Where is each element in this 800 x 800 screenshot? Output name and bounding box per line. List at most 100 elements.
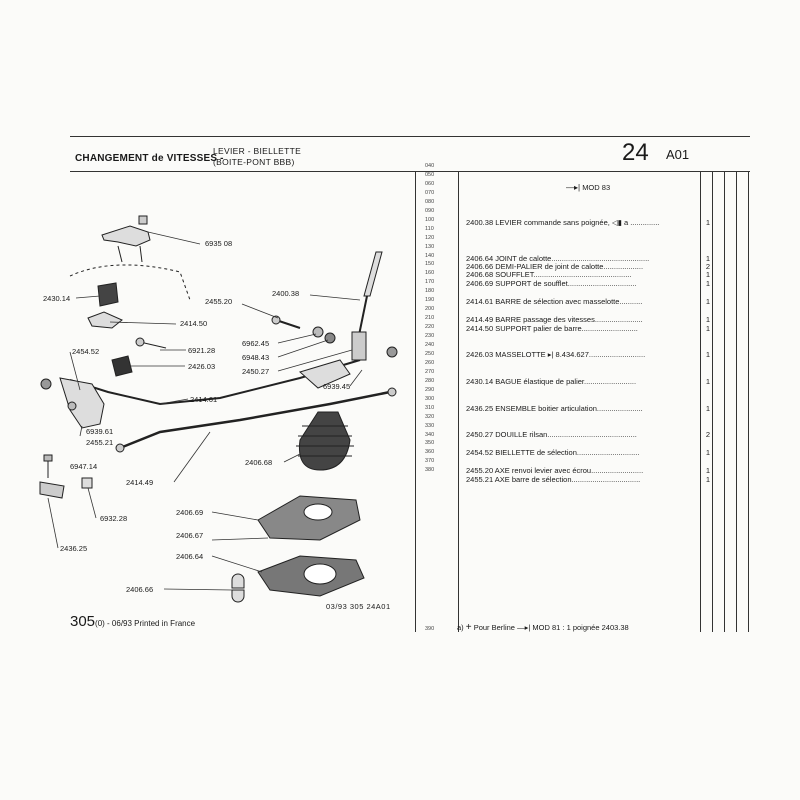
- mod-arrow-icon: —▸|: [517, 623, 531, 632]
- row-qty: 1: [705, 315, 711, 324]
- line-number: 350: [425, 440, 435, 447]
- callout-label: 2406.66: [126, 585, 154, 594]
- table-row: 2455.21 AXE barre de sélection..........…: [466, 475, 641, 484]
- table-row: 2455.20 AXE renvoi levier avec écrou....…: [466, 466, 644, 475]
- line-number: 140: [425, 252, 435, 259]
- row-qty: 1: [705, 254, 711, 263]
- line-number: 160: [425, 270, 435, 277]
- callout-label: 6939.61: [86, 427, 114, 436]
- callout-label: 6962.45: [242, 339, 270, 348]
- callout-label: 2406.64: [176, 552, 204, 561]
- line-number: 260: [425, 359, 435, 366]
- line-number: 170: [425, 279, 435, 286]
- table-divider-col4: [748, 172, 749, 632]
- table-header: —▸| MOD 83: [566, 183, 611, 192]
- line-number: 120: [425, 234, 435, 241]
- header-top-rule: [70, 136, 750, 137]
- line-number: 320: [425, 413, 435, 420]
- line-number: 240: [425, 342, 435, 348]
- callout-label: 2406.69: [176, 508, 204, 517]
- line-number: 300: [425, 395, 435, 402]
- callout-label: 6939.45: [323, 382, 351, 391]
- row-qty: 1: [705, 324, 711, 333]
- table-row: 2400.38 LEVIER commande sans poignée, ◁▮…: [466, 218, 660, 227]
- line-number: 040: [425, 163, 435, 169]
- table-row: 2450.27 DOUILLE rilsan..................…: [466, 430, 637, 439]
- line-number: 100: [425, 216, 435, 223]
- callout-label: 6932.28: [100, 514, 128, 523]
- row-qty: 1: [705, 279, 711, 288]
- callout-label: 2450.27: [242, 367, 270, 376]
- line-number: 340: [425, 431, 435, 438]
- right-arrow-icon: ▸|: [547, 350, 554, 359]
- table-divider-col3: [736, 172, 737, 632]
- footer-page-number: 305: [70, 613, 96, 630]
- footer-page-info: 305(0) - 06/93 Printed in France: [70, 613, 195, 630]
- callout-label: 6947.14: [70, 462, 98, 471]
- table-row: 2454.52 BIELLETTE de sélection..........…: [466, 448, 640, 457]
- line-number: 370: [425, 458, 435, 465]
- callout-label: 2455.21: [86, 438, 114, 447]
- row-qty: 1: [705, 297, 711, 306]
- line-number: 280: [425, 377, 435, 384]
- row-qty: 1: [705, 377, 711, 386]
- row-qty: 1: [705, 466, 711, 475]
- plus-icon: +: [465, 622, 472, 633]
- line-number-footer: 390: [425, 626, 435, 632]
- table-divider-qty: [700, 172, 701, 632]
- line-number: 250: [425, 350, 435, 357]
- table-row: 2406.64 JOINT de calotte................…: [466, 254, 650, 263]
- row-qty: 2: [705, 262, 711, 271]
- footer-reference: 03/93 305 24A01: [326, 602, 391, 611]
- table-row: 2436.25 ENSEMBLE boitier articulation...…: [466, 404, 643, 413]
- row-qty: 2: [705, 430, 711, 439]
- line-number: 310: [425, 404, 435, 411]
- table-row: 2406.66 DEMI-PALIER de joint de calotte.…: [466, 262, 644, 271]
- callout-label: 6948.43: [242, 353, 270, 362]
- page-subtitle-1: LEVIER - BIELLETTE: [213, 146, 302, 156]
- callout-label: 2426.03: [188, 362, 216, 371]
- table-row: 2414.49 BARRE passage des vitesses......…: [466, 315, 643, 324]
- line-number: 380: [425, 467, 435, 474]
- line-number: 110: [425, 225, 434, 232]
- callout-label: 2414.49: [126, 478, 154, 487]
- line-number: 090: [425, 207, 435, 214]
- line-number: 330: [425, 422, 435, 429]
- table-row: 2414.61 BARRE de sélection avec masselot…: [466, 297, 643, 306]
- page-subtitle-2: (BOITE-PONT BBB): [213, 157, 295, 167]
- page-title: CHANGEMENT de VITESSES -: [75, 153, 224, 164]
- callout-label: 6921.28: [188, 346, 216, 355]
- row-qty: 1: [705, 350, 711, 359]
- line-number: 150: [425, 261, 435, 268]
- row-qty: 1: [705, 404, 711, 413]
- line-number: 270: [425, 368, 435, 375]
- line-number: 080: [425, 198, 435, 205]
- line-number: 230: [425, 333, 435, 340]
- row-qty: 1: [705, 475, 711, 484]
- row-qty: 1: [705, 218, 711, 227]
- line-number: 050: [425, 171, 435, 178]
- line-number: 060: [425, 180, 435, 187]
- callout-label: 2414.50: [180, 319, 208, 328]
- callout-label: 2455.20: [205, 297, 233, 306]
- line-number: 210: [425, 315, 435, 322]
- table-divider-col1: [712, 172, 713, 632]
- callout-label: 2454.52: [72, 347, 100, 356]
- callout-label: 2430.14: [43, 294, 71, 303]
- row-qty: 1: [705, 270, 711, 279]
- line-number: 130: [425, 243, 435, 250]
- row-qty: 1: [705, 448, 711, 457]
- callout-label: 2400.38: [272, 289, 300, 298]
- line-number: 220: [425, 324, 435, 331]
- line-number: 190: [425, 297, 435, 304]
- line-number: 200: [425, 306, 435, 313]
- callout-label: 2406.67: [176, 531, 204, 540]
- table-row: 2406.68 SOUFFLET........................…: [466, 270, 632, 279]
- table-row: 2414.50 SUPPORT palier de barre.........…: [466, 324, 638, 333]
- callout-label: 2414.61: [190, 395, 218, 404]
- callout-label: 6935 08: [205, 239, 233, 248]
- table-divider-col2: [724, 172, 725, 632]
- line-number: 180: [425, 288, 435, 295]
- footer-print-info: (0) - 06/93 Printed in France: [95, 619, 196, 628]
